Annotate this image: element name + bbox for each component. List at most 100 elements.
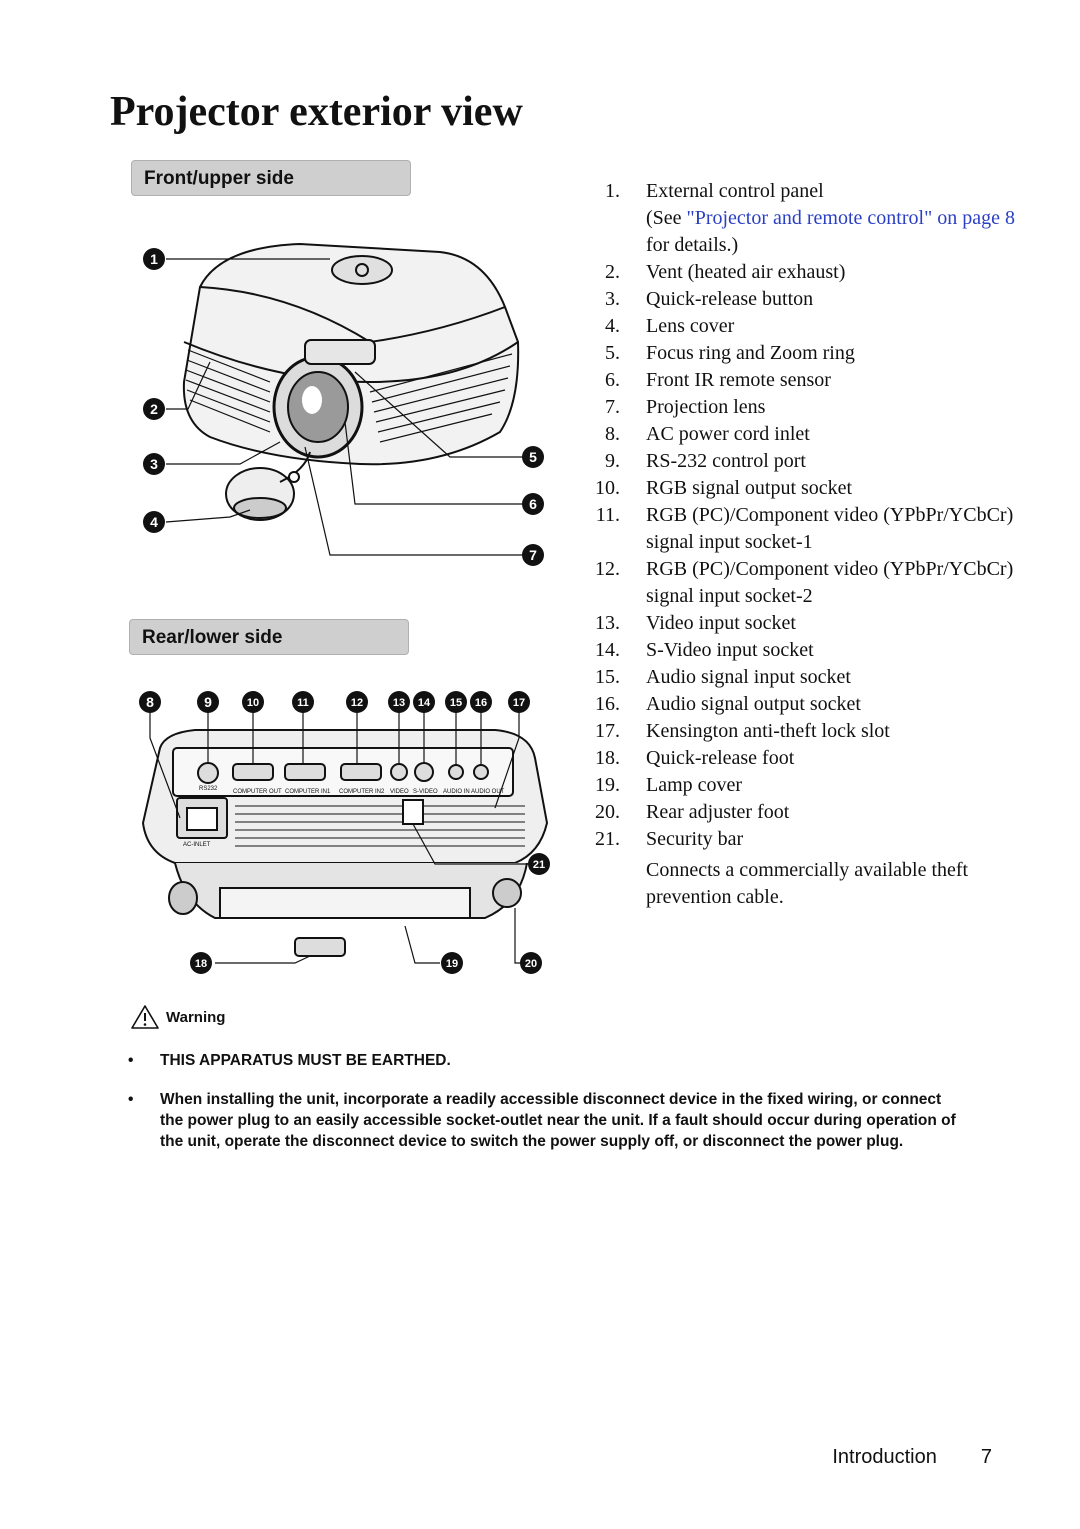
callout-6: 6	[522, 493, 544, 515]
list-item: 14. S-Video input socket	[580, 637, 1040, 664]
cross-reference-link[interactable]: "Projector and remote control" on page 8	[686, 207, 1015, 229]
component-list: 1.External control panel(See "Projector …	[580, 178, 1040, 911]
list-item: 5. Focus ring and Zoom ring	[580, 340, 1040, 367]
svg-text:9: 9	[204, 694, 212, 710]
callout-1: 1	[143, 248, 165, 270]
list-item-number: 14.	[595, 639, 620, 661]
label-computer-in1: COMPUTER IN1	[285, 789, 331, 795]
svg-text:6: 6	[529, 496, 537, 512]
list-item-text: RGB (PC)/Component video (YPbPr/YCbCr) s…	[646, 558, 1014, 607]
svg-text:10: 10	[247, 697, 259, 709]
callout-5: 5	[522, 446, 544, 468]
callout-16: 16	[470, 691, 492, 713]
front-projector-figure: 1 2 3 4 5 6 7	[143, 242, 544, 566]
svg-text:11: 11	[297, 697, 309, 709]
callout-13: 13	[388, 691, 410, 713]
svg-text:1: 1	[150, 251, 158, 267]
list-item: 7.Projection lens	[580, 394, 1040, 421]
callout-12: 12	[346, 691, 368, 713]
list-item: 16. Audio signal output socket	[580, 691, 1040, 718]
svg-text:21: 21	[533, 859, 545, 871]
label-video: VIDEO	[390, 789, 409, 795]
list-item: 1.External control panel(See "Projector …	[580, 178, 1040, 259]
callout-15: 15	[445, 691, 467, 713]
callout-21-badge: 21	[528, 853, 550, 875]
list-item-number: 16.	[595, 693, 620, 715]
list-item-text: Quick-release button	[646, 288, 814, 310]
page-title: Projector exterior view	[110, 89, 523, 135]
note-prefix: (See	[646, 207, 687, 229]
svg-text:17: 17	[513, 697, 525, 709]
list-item-text: Quick-release foot	[646, 747, 795, 769]
page-number: 7	[980, 1446, 992, 1468]
list-item-number: 7.	[605, 396, 620, 418]
label-rs232: RS232	[199, 786, 218, 792]
rear-projector-figure: 8 9 10 11 12 13 14 15 16 17 18 19 20 RS2…	[139, 691, 549, 974]
list-item-number: 3.	[605, 288, 620, 310]
list-item: 18. Quick-release foot	[580, 745, 1040, 772]
list-item-text: Lamp cover	[646, 774, 743, 796]
list-item-number: 17.	[595, 720, 620, 742]
callout-3: 3	[143, 453, 165, 475]
callout-20: 20	[520, 952, 542, 974]
callout-18: 18	[190, 952, 212, 974]
warning-text-2: When installing the unit, incorporate a …	[160, 1091, 956, 1150]
list-item-text: Audio signal input socket	[646, 666, 851, 688]
list-item: 10.RGB signal output socket	[580, 475, 1040, 502]
list-item-number: 1.	[605, 180, 620, 202]
callout-8: 8	[139, 691, 161, 713]
list-item: 11.RGB (PC)/Component video (YPbPr/YCbCr…	[580, 502, 1040, 556]
callout-9: 9	[197, 691, 219, 713]
section-header-rear: Rear/lower side	[129, 619, 409, 655]
label-svideo: S-VIDEO	[413, 789, 438, 795]
list-item-text: Rear adjuster foot	[646, 801, 790, 823]
warning-bullet-1: • THIS APPARATUS MUST BE EARTHED.	[128, 1050, 968, 1071]
svg-text:20: 20	[525, 958, 537, 970]
list-item-number: 18.	[595, 747, 620, 769]
list-item-number: 2.	[605, 261, 620, 283]
list-item-number: 6.	[605, 369, 620, 391]
list-item: 13.Video input socket	[580, 610, 1040, 637]
list-item: 6.Front IR remote sensor	[580, 367, 1040, 394]
list-item-extra: Connects a commercially available theft …	[646, 859, 969, 908]
rear-callouts: 8 9 10 11 12 13 14 15 16 17 18 19 20	[139, 691, 542, 974]
list-item-number: 15.	[595, 666, 620, 688]
svg-text:4: 4	[150, 514, 158, 530]
list-item-text: RGB signal output socket	[646, 477, 853, 499]
list-item-note: (See "Projector and remote control" on p…	[646, 205, 1040, 259]
warning-icon	[131, 1005, 159, 1029]
svg-text:18: 18	[195, 958, 207, 970]
list-item-number: 9.	[605, 450, 620, 472]
list-item-text: Vent (heated air exhaust)	[646, 261, 846, 283]
bullet-dot: •	[128, 1052, 134, 1069]
list-item: 4.Lens cover	[580, 313, 1040, 340]
list-item: 15. Audio signal input socket	[580, 664, 1040, 691]
label-computer-out: COMPUTER OUT	[233, 789, 282, 795]
callout-2: 2	[143, 398, 165, 420]
front-callouts: 1 2 3 4 5 6 7	[143, 248, 544, 566]
list-item-number: 12.	[595, 558, 620, 580]
callout-17: 17	[508, 691, 530, 713]
list-item: 2. Vent (heated air exhaust)	[580, 259, 1040, 286]
list-item-text: Video input socket	[646, 612, 796, 634]
bullet-dot: •	[128, 1091, 134, 1108]
list-item: 8.AC power cord inlet	[580, 421, 1040, 448]
svg-text:8: 8	[146, 694, 154, 710]
page-footer: Introduction 7	[832, 1446, 992, 1469]
list-item: 20.Rear adjuster foot	[580, 799, 1040, 826]
svg-text:13: 13	[393, 697, 405, 709]
svg-text:3: 3	[150, 456, 158, 472]
list-item-number: 5.	[605, 342, 620, 364]
warning-bullet-2: • When installing the unit, incorporate …	[128, 1089, 968, 1152]
callout-4: 4	[143, 511, 165, 533]
list-item-text: Focus ring and Zoom ring	[646, 342, 855, 364]
list-item: 9.RS-232 control port	[580, 448, 1040, 475]
label-audio-in: AUDIO IN	[443, 789, 470, 795]
svg-text:15: 15	[450, 697, 462, 709]
list-item-number: 21.	[595, 828, 620, 850]
list-item-text: S-Video input socket	[646, 639, 814, 661]
list-item-text: Audio signal output socket	[646, 693, 861, 715]
list-item-number: 11.	[595, 504, 620, 526]
list-item: 19.Lamp cover	[580, 772, 1040, 799]
